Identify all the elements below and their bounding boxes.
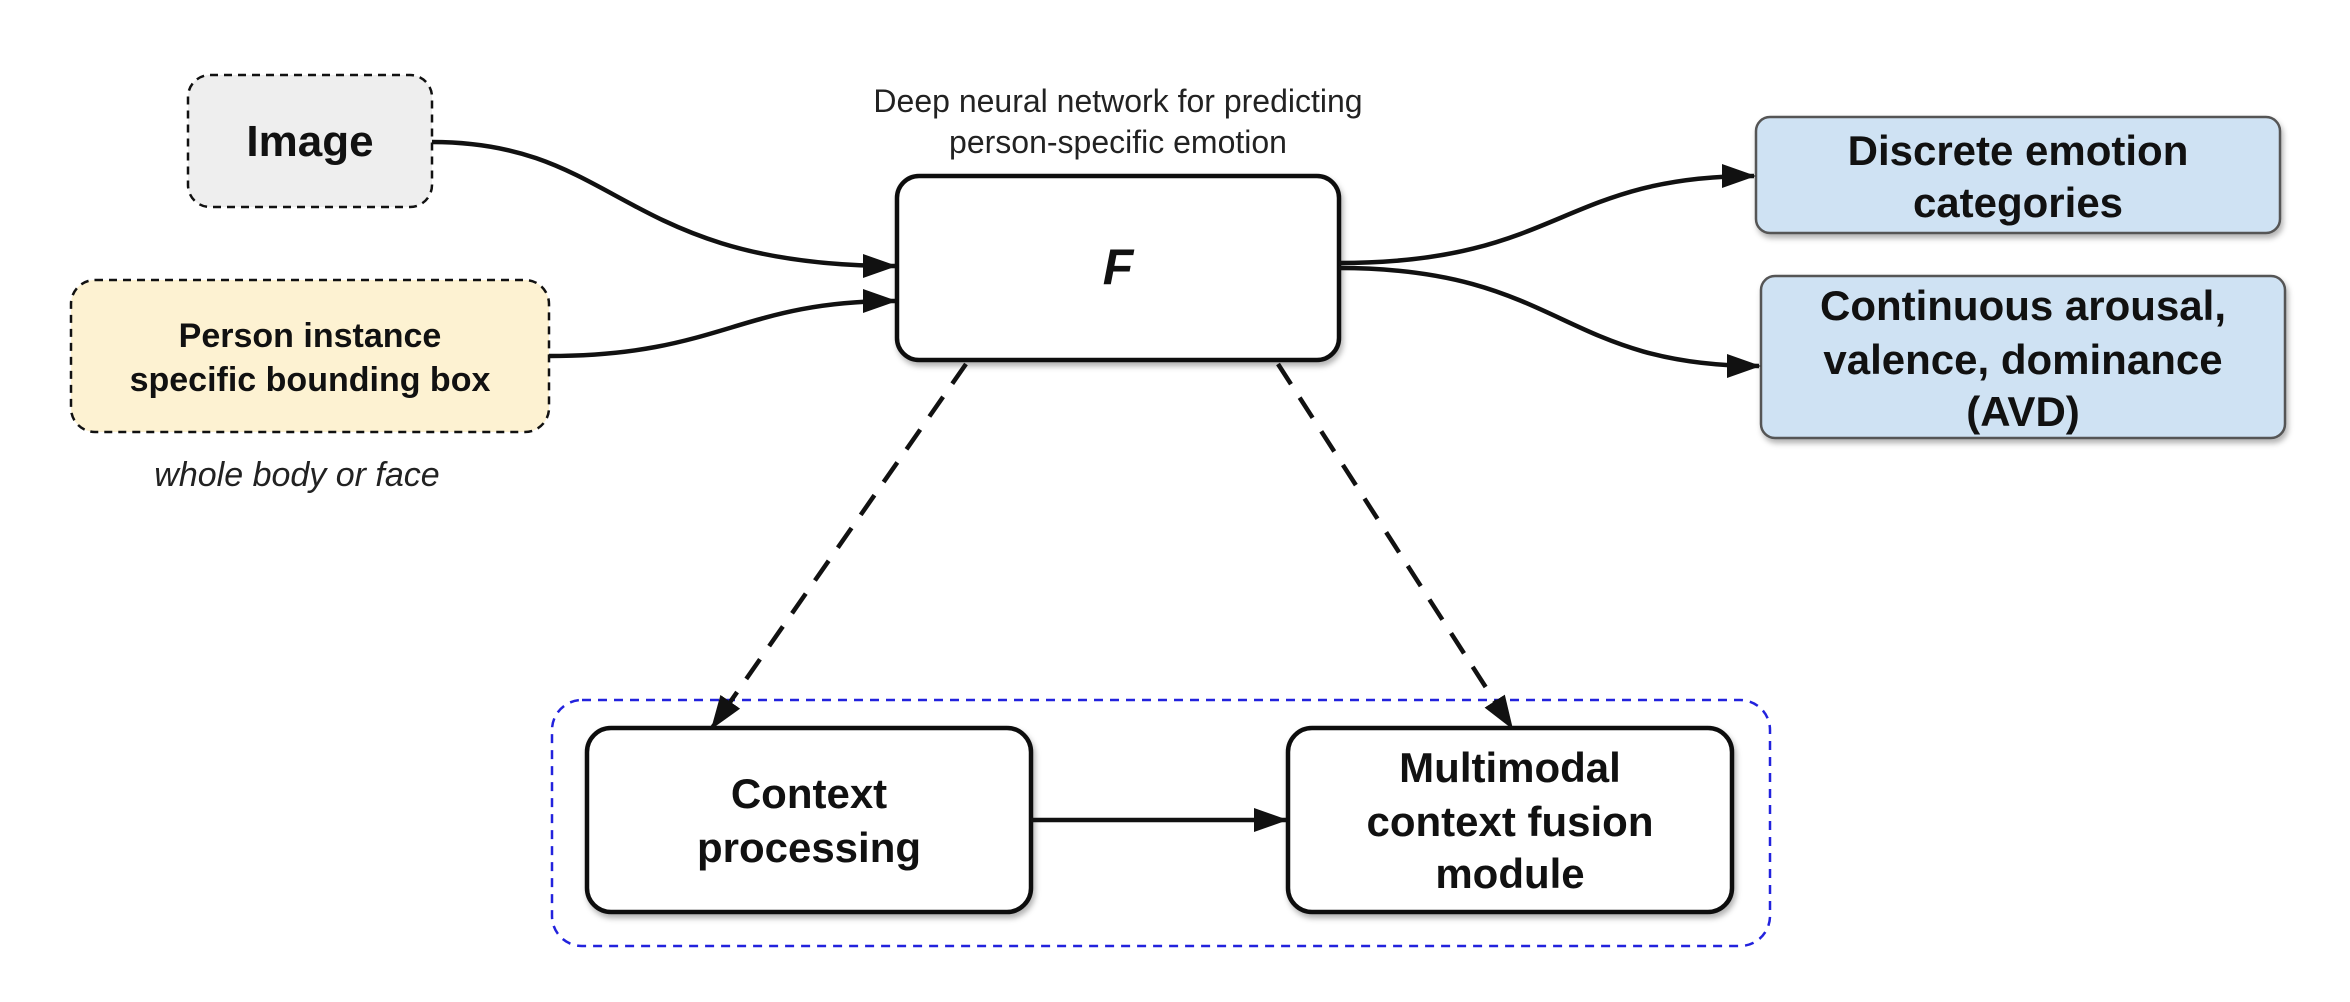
context-processing-line-2: processing [697, 824, 921, 871]
edge-model-to-fusion-dashed [1276, 362, 1514, 730]
context-module-group [550, 698, 1772, 948]
model-caption-line-2: person-specific emotion [949, 124, 1287, 160]
edge-model-to-continuous [1338, 265, 1761, 378]
edge-image-to-model [431, 139, 897, 278]
person-bbox-input-node [69, 278, 551, 434]
continuous-avd-line-1: Continuous arousal, [1820, 282, 2226, 329]
edge-model-to-context-dashed [710, 362, 968, 730]
person-bbox-label-line-2: specific bounding box [130, 361, 491, 399]
multimodal-fusion-line-3: module [1435, 850, 1584, 897]
model-f-label: F [1103, 239, 1135, 295]
person-bbox-note: whole body or face [154, 456, 439, 494]
person-bbox-label-line-1: Person instance [179, 317, 442, 355]
discrete-emotion-line-2: categories [1913, 179, 2123, 226]
image-input-node [186, 73, 434, 209]
continuous-avd-output-node [1759, 274, 2287, 440]
context-processing-line-1: Context [731, 770, 887, 817]
continuous-avd-line-3: (AVD) [1966, 388, 2080, 435]
discrete-emotion-line-1: Discrete emotion [1848, 127, 2189, 174]
multimodal-fusion-line-2: context fusion [1366, 798, 1653, 845]
model-caption-line-1: Deep neural network for predicting [873, 83, 1362, 119]
edge-model-to-discrete [1338, 164, 1756, 266]
image-input-label: Image [246, 117, 373, 166]
edge-bbox-to-model [548, 289, 897, 359]
multimodal-fusion-line-1: Multimodal [1399, 744, 1621, 791]
context-processing-node [584, 725, 1034, 915]
discrete-emotion-output-node [1754, 115, 2282, 235]
continuous-avd-line-2: valence, dominance [1823, 336, 2222, 383]
